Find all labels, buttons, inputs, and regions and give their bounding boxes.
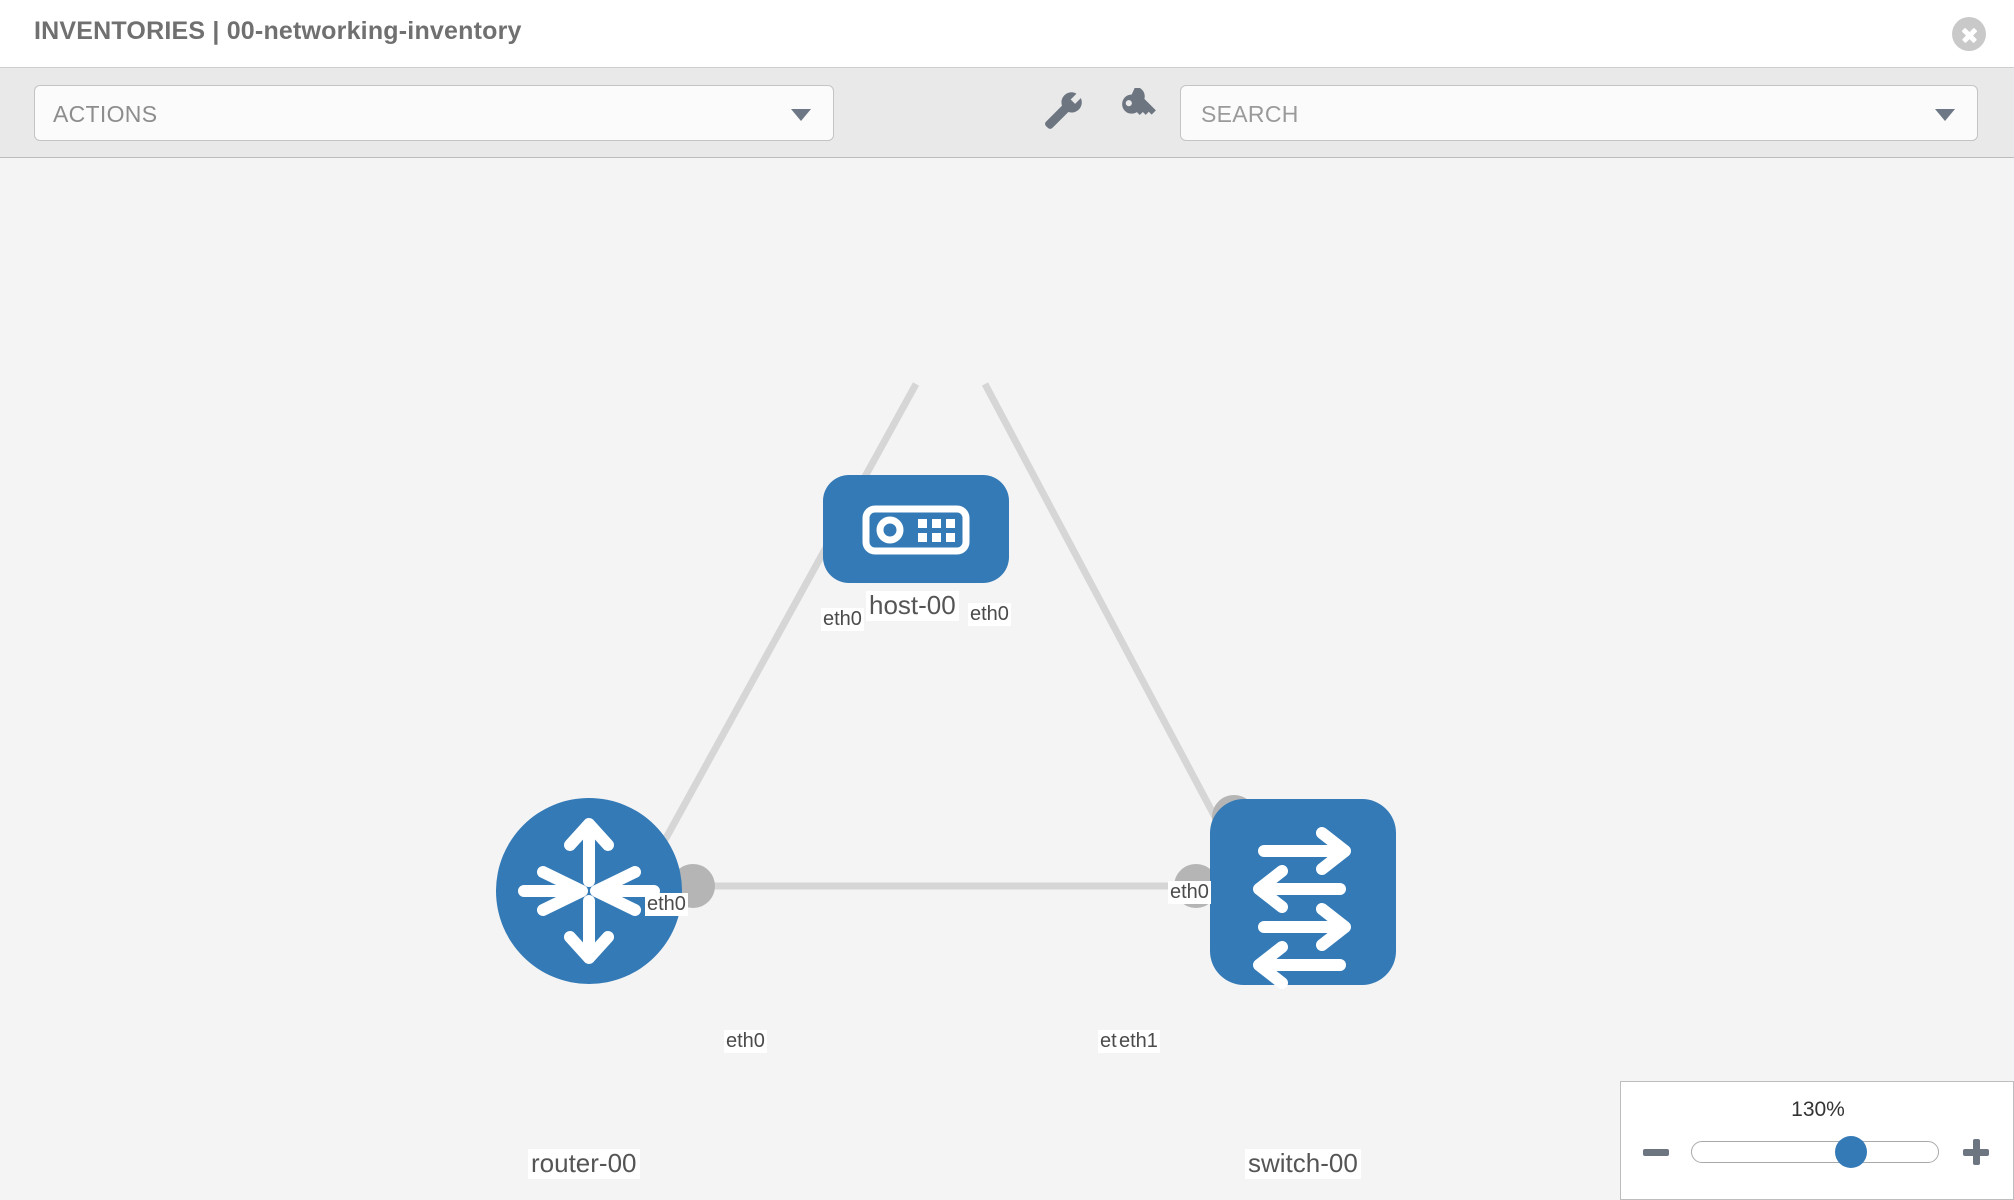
- node-label-switch: switch-00: [1245, 1148, 1361, 1179]
- node-router-00: [496, 798, 682, 984]
- edge-label-router-up: eth0: [645, 893, 688, 916]
- chevron-down-icon[interactable]: [1935, 109, 1955, 121]
- topology-graph: [496, 382, 1396, 989]
- edge-layer: [656, 382, 1236, 890]
- plus-icon[interactable]: [1963, 1139, 1989, 1165]
- search-box[interactable]: [1180, 85, 1978, 141]
- node-switch-00: [1210, 799, 1396, 989]
- zoom-control-panel: 130%: [1620, 1081, 2014, 1200]
- edge-label-switch-up: eth0: [1168, 881, 1211, 904]
- node-label-host: host-00: [866, 590, 959, 621]
- key-icon[interactable]: [1116, 86, 1162, 134]
- actions-dropdown[interactable]: ACTIONS: [34, 85, 834, 141]
- edge-host-router: [656, 382, 920, 851]
- node-host-00: [823, 475, 1009, 583]
- edge-label-host-right: eth0: [968, 603, 1011, 626]
- page-header: INVENTORIES | 00-networking-inventory: [0, 0, 2014, 68]
- edge-label-host-left: eth0: [821, 608, 864, 631]
- edge-label-switch-left: eth1: [1117, 1030, 1160, 1053]
- toolbar-icon-group: [1040, 86, 1162, 134]
- wrench-icon[interactable]: [1040, 88, 1086, 134]
- topology-canvas[interactable]: host-00 router-00 switch-00 eth0 eth0 et…: [0, 159, 2014, 1200]
- zoom-level-value: 130%: [1791, 1098, 1845, 1121]
- zoom-slider-row: [1621, 1132, 2014, 1172]
- actions-dropdown-label: ACTIONS: [53, 101, 158, 127]
- zoom-slider-handle[interactable]: [1835, 1136, 1867, 1168]
- node-label-router: router-00: [528, 1148, 640, 1179]
- router-arrows-icon: [518, 818, 660, 964]
- chevron-down-icon: [791, 109, 811, 121]
- search-input[interactable]: [1199, 100, 1899, 128]
- page-title: INVENTORIES | 00-networking-inventory: [34, 17, 522, 45]
- edge-label-router-right: eth0: [724, 1030, 767, 1053]
- close-icon[interactable]: [1952, 17, 1986, 51]
- edge-host-switch: [981, 382, 1236, 851]
- server-icon: [862, 505, 970, 555]
- minus-icon[interactable]: [1643, 1148, 1669, 1156]
- zoom-slider-track[interactable]: [1691, 1136, 1939, 1168]
- switch-arrows-icon: [1253, 827, 1351, 989]
- toolbar: ACTIONS: [0, 68, 2014, 158]
